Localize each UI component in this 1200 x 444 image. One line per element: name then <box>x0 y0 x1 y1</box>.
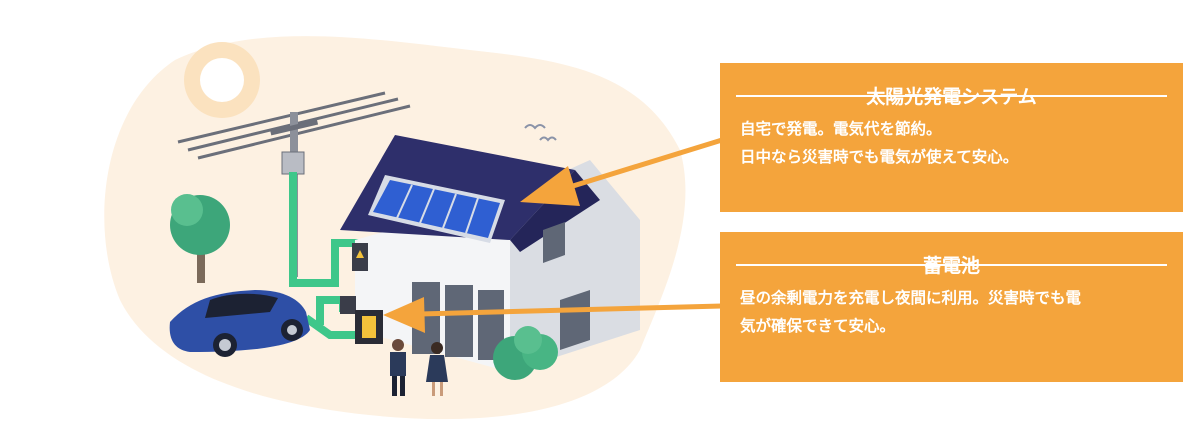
inverter-box <box>340 243 368 314</box>
bird-icon <box>524 124 557 142</box>
arrow-icon <box>383 137 723 333</box>
storage-battery-panel: 蓄電池 昼の余剰電力を充電し夜間に利用。災害時でも電 気が確保できて安心。 <box>720 232 1183 382</box>
storage-battery-description: 昼の余剰電力を充電し夜間に利用。災害時でも電 気が確保できて安心。 <box>720 266 1183 340</box>
electric-car-icon <box>169 290 310 357</box>
battery-line-1: 昼の余剰電力を充電し夜間に利用。災害時でも電 <box>740 289 1082 307</box>
house-icon <box>340 135 640 372</box>
solar-panel-icon <box>368 175 505 243</box>
storage-battery-title: 蓄電池 <box>736 232 1167 277</box>
tree-icon <box>170 194 230 283</box>
solar-line-2: 日中なら災害時でも電気が使えて安心。 <box>740 148 1019 166</box>
bush-icon <box>493 326 558 380</box>
battery-line-2: 気が確保できて安心。 <box>740 317 896 335</box>
solar-system-title: 太陽光発電システム <box>736 63 1167 108</box>
solar-line-1: 自宅で発電。電気代を節約。 <box>740 120 942 138</box>
battery-icon <box>355 310 383 344</box>
solar-system-panel: 太陽光発電システム 自宅で発電。電気代を節約。 日中なら災害時でも電気が使えて安… <box>720 63 1183 212</box>
people-icon <box>390 339 448 396</box>
solar-system-description: 自宅で発電。電気代を節約。 日中なら災害時でも電気が使えて安心。 <box>720 97 1183 171</box>
sun-icon <box>184 42 260 118</box>
